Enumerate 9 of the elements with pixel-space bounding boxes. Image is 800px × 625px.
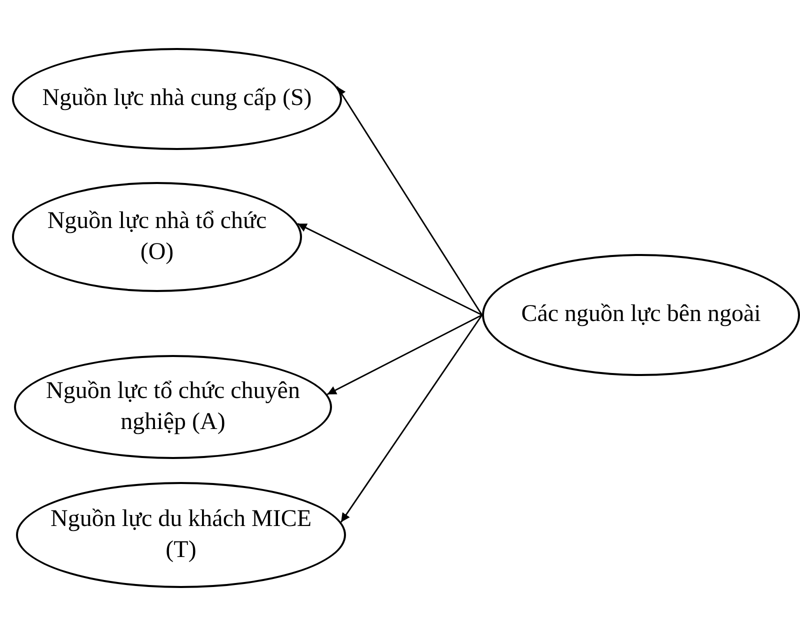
node-label: Nguồn lực du khách MICE (T) [50, 504, 312, 565]
arrow [336, 86, 483, 316]
node-label: Nguồn lực tổ chức chuyên nghiệp (A) [45, 376, 301, 437]
arrow [297, 222, 482, 316]
node-label: Nguồn lực nhà tổ chức (O) [46, 206, 268, 267]
arrow [340, 314, 483, 523]
node-label: Các nguồn lực bên ngoài [521, 300, 761, 330]
arrow [326, 314, 482, 396]
node-label: Nguồn lực nhà cung cấp (S) [42, 84, 312, 114]
